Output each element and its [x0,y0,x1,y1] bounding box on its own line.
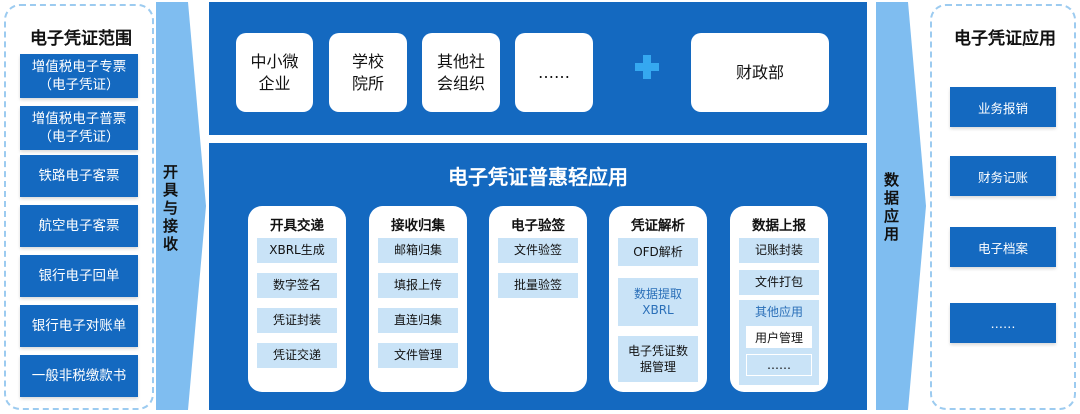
module-item: 批量验签 [498,273,578,298]
module-item: 文件验签 [498,238,578,263]
module-item: …… [746,354,812,376]
module-item: 邮箱归集 [378,238,458,263]
scope-title: 电子凭证范围 [30,29,132,49]
module-item: 直连归集 [378,308,458,333]
module-issue-deliver: 开具交递 XBRL生成 数字签名 凭证封装 凭证交递 [248,206,346,392]
module-title: 接收归集 [391,218,445,234]
module-voucher-parse: 凭证解析 OFD解析 数据提取 XBRL 电子凭证数 据管理 [609,206,707,392]
entity-social-org: 其他社 会组织 [422,33,500,112]
scope-panel: 电子凭证范围 增值税电子专票 （电子凭证） 增值税电子普票 （电子凭证） 铁路电… [4,4,154,410]
module-item: 用户管理 [746,326,812,348]
light-apps-panel: 电子凭证普惠轻应用 开具交递 XBRL生成 数字签名 凭证封装 凭证交递 接收归… [209,143,867,410]
module-item: 填报上传 [378,273,458,298]
application-item: 财务记账 [950,156,1056,196]
application-item: 电子档案 [950,227,1056,267]
arrow-label: 开具与接收 [161,164,179,254]
module-title: 开具交递 [270,218,324,234]
module-item: 数据提取 XBRL [618,278,698,326]
module-item: 数字签名 [257,273,337,298]
arrow-label: 数据应用 [882,172,900,244]
scope-item: 增值税电子专票 （电子凭证） [20,54,138,98]
arrow-shape [156,2,206,410]
application-panel: 电子凭证应用 业务报销 财务记账 电子档案 …… [930,4,1076,410]
scope-item: 银行电子对账单 [20,305,138,347]
scope-item: 铁路电子客票 [20,155,138,197]
panel-title: 电子凭证普惠轻应用 [448,165,628,189]
application-title: 电子凭证应用 [954,29,1056,49]
module-data-report: 数据上报 记账封装 文件打包 其他应用 用户管理 …… [730,206,828,392]
module-item: 文件管理 [378,343,458,368]
entities-panel: 中小微 企业 学校 院所 其他社 会组织 …… 财政部 [209,2,867,135]
module-title: 数据上报 [752,218,806,234]
group-title: 其他应用 [754,305,803,319]
module-title: 电子验签 [511,218,565,234]
application-item: 业务报销 [950,87,1056,127]
module-receive-collect: 接收归集 邮箱归集 填报上传 直连归集 文件管理 [369,206,467,392]
module-item: 文件打包 [739,270,819,295]
module-item: 凭证封装 [257,308,337,333]
entity-school: 学校 院所 [329,33,407,112]
module-item: 凭证交递 [257,343,337,368]
application-item: …… [950,303,1056,343]
module-title: 凭证解析 [631,218,685,234]
module-signature-verify: 电子验签 文件验签 批量验签 [489,206,587,392]
scope-item: 航空电子客票 [20,205,138,247]
scope-item: 银行电子回单 [20,255,138,297]
module-item: 电子凭证数 据管理 [618,336,698,382]
entity-more: …… [515,33,593,112]
scope-item: 增值税电子普票 （电子凭证） [20,106,138,150]
module-item: OFD解析 [618,238,698,266]
arrow-shape [876,2,926,410]
scope-item: 一般非税缴款书 [20,355,138,397]
plus-icon [635,55,659,79]
entity-sme: 中小微 企业 [236,33,313,112]
module-item: XBRL生成 [257,238,337,263]
module-item: 记账封装 [739,238,819,263]
entity-finance-ministry: 财政部 [691,33,829,112]
